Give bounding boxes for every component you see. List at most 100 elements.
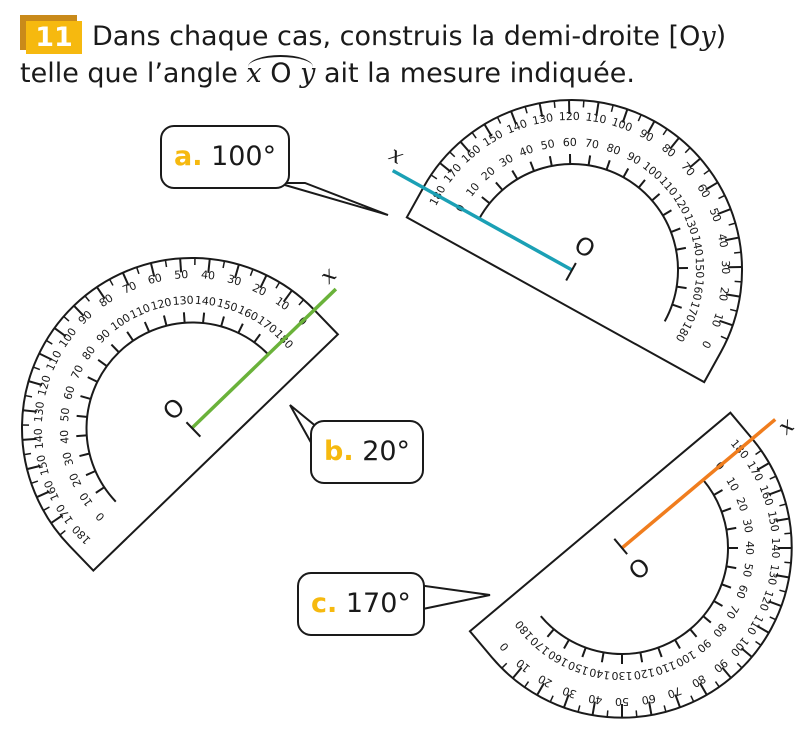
inner-scale-label: 150 [693, 257, 706, 278]
outer-scale-label: 130 [765, 563, 781, 586]
scale-tick [207, 258, 211, 273]
scale-tick [581, 647, 587, 658]
outer-scale-label: 70 [666, 684, 684, 701]
inner-scale-label: 170 [683, 299, 702, 323]
inner-scale-label: 130 [612, 669, 633, 682]
scale-tick-minor [549, 695, 554, 703]
protractor-outline [468, 411, 793, 719]
inner-scale-label: 120 [633, 665, 656, 681]
scale-tick [79, 452, 90, 458]
scale-tick [587, 155, 592, 166]
scale-tick-minor [779, 589, 787, 593]
scale-tick [73, 305, 85, 317]
inner-scale-label: 40 [743, 541, 756, 555]
inner-scale-label: 40 [58, 429, 72, 444]
scale-tick [126, 331, 134, 341]
scale-tick [721, 507, 732, 513]
scale-tick [495, 181, 504, 191]
scale-tick [538, 102, 544, 118]
inner-scale-label: 50 [540, 137, 556, 152]
outer-scale-label: 80 [689, 672, 708, 690]
scale-tick [637, 179, 646, 189]
scale-tick [648, 701, 653, 716]
scale-tick [536, 682, 545, 696]
scale-tick-minor [222, 260, 226, 269]
scale-tick-minor [662, 128, 668, 136]
scale-tick [529, 161, 535, 172]
inner-scale-label: 70 [723, 602, 741, 621]
scale-tick [674, 639, 681, 649]
scale-tick [80, 395, 91, 400]
outer-scale-label: 60 [641, 692, 657, 707]
scale-tick [651, 193, 661, 202]
scale-tick [182, 312, 186, 323]
scale-tick-minor [720, 335, 728, 340]
scale-tick-minor [606, 710, 609, 718]
inner-scale-label: 50 [740, 562, 755, 578]
scale-tick-minor [63, 315, 70, 322]
scale-tick-minor [45, 339, 53, 345]
scale-tick [740, 647, 753, 659]
outer-scale-label: 60 [694, 182, 712, 201]
scale-tick [220, 316, 225, 327]
inner-scale-label: 10 [77, 490, 96, 509]
ray-x-label: x [774, 414, 800, 442]
scale-tick [282, 289, 293, 303]
instruction-text-end: ) [715, 21, 727, 52]
outer-scale-label: 10 [709, 311, 726, 328]
scale-tick [149, 262, 156, 277]
scale-tick [719, 319, 734, 327]
scale-tick [621, 108, 629, 123]
case-key: a. [174, 141, 203, 172]
scale-tick [36, 490, 50, 499]
scale-tick [657, 647, 663, 658]
outer-scale-label: 60 [147, 271, 164, 287]
var-y: y [700, 21, 716, 52]
outer-scale-label: 50 [615, 695, 629, 708]
inner-scale-label: 60 [563, 136, 577, 149]
scale-tick [546, 628, 555, 638]
scale-tick [563, 639, 570, 649]
ray-x-label: x [316, 262, 343, 289]
ray-ox [391, 169, 573, 272]
outer-scale-label: 130 [32, 401, 47, 423]
outer-scale-label: 110 [585, 110, 608, 126]
scale-tick-minor [784, 561, 792, 564]
scale-tick [53, 327, 67, 338]
scale-tick [121, 272, 130, 286]
inner-scale-label: 60 [61, 384, 77, 401]
protractor-a: 1800170101602015030140401305012060110701… [385, 98, 744, 384]
scale-tick-minor [164, 259, 168, 268]
scale-tick [483, 123, 493, 137]
scale-tick [702, 615, 712, 624]
scale-tick [671, 303, 683, 309]
callout-b: b. 20° [310, 420, 425, 484]
outer-scale-label: 20 [536, 672, 555, 690]
scale-tick-minor [59, 529, 66, 536]
scale-tick-minor [275, 281, 281, 289]
scale-tick [713, 600, 723, 607]
inner-scale-label: 90 [625, 149, 644, 167]
scale-tick [179, 258, 183, 273]
scale-tick-minor [430, 174, 438, 180]
outer-scale-label: 30 [719, 260, 732, 274]
scale-tick [511, 170, 519, 180]
exercise-number: 11 [26, 21, 82, 54]
scale-tick-minor [718, 194, 726, 200]
scale-tick-minor [703, 169, 710, 175]
instruction-text: telle que l’angle [20, 58, 247, 89]
inner-scale-label: 30 [60, 450, 76, 467]
inner-scale-label: 10 [723, 475, 741, 494]
inner-scale-label: 120 [149, 295, 173, 313]
inner-scale-label: 30 [740, 518, 755, 534]
scale-tick [676, 285, 687, 290]
outer-scale-label: 150 [34, 453, 52, 477]
scale-tick-minor [249, 269, 254, 277]
scale-tick-minor [31, 480, 39, 485]
scale-tick [669, 137, 680, 150]
scale-tick [724, 236, 740, 242]
scale-tick [162, 315, 168, 326]
protractor-inner-arc [85, 321, 269, 503]
scale-tick [96, 286, 106, 300]
outer-scale-label: 70 [121, 279, 139, 297]
